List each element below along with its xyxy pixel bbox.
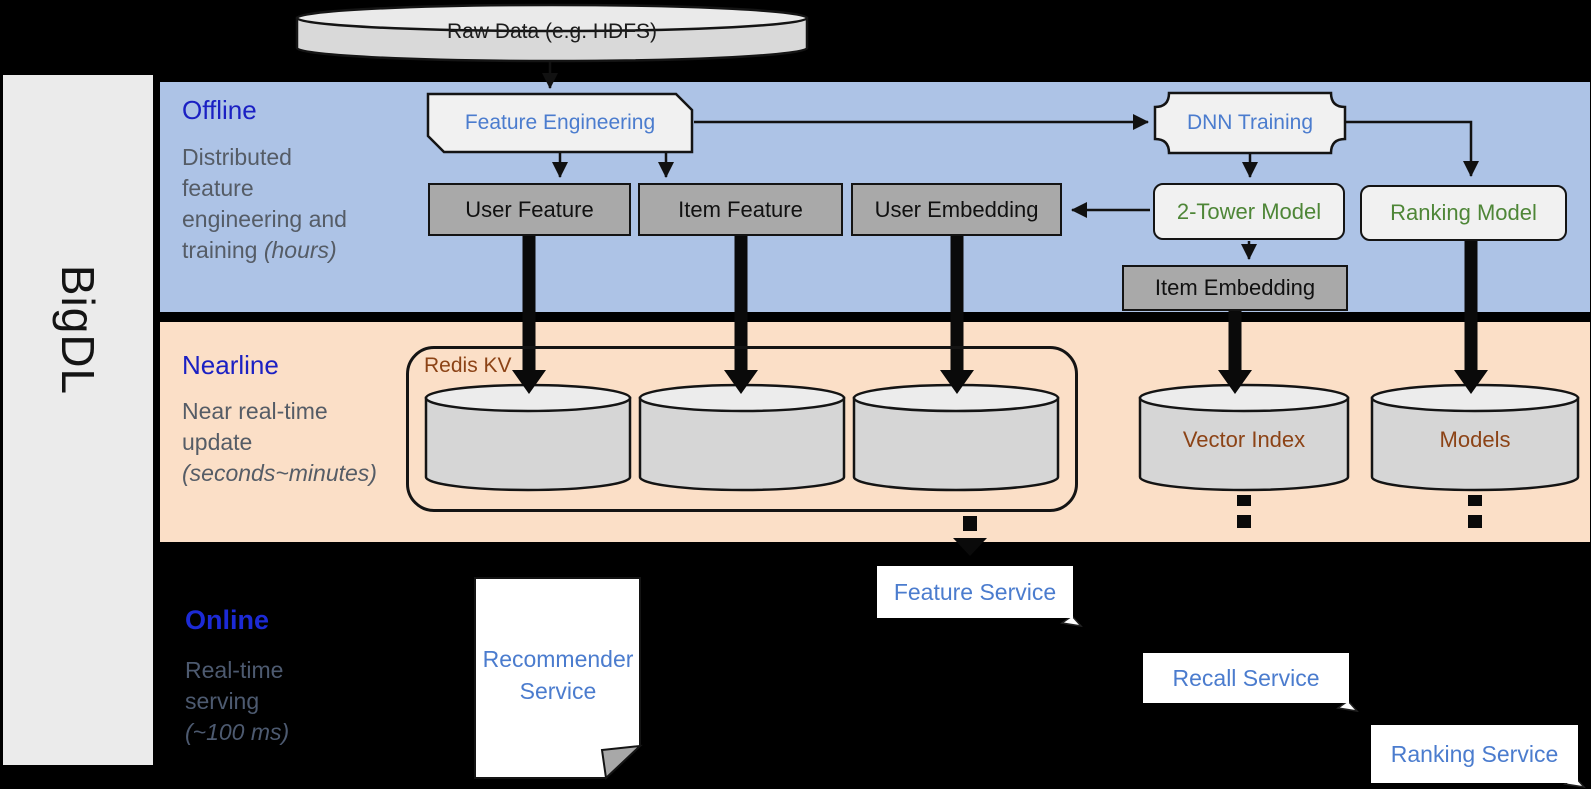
arrow-dnn-to-rankingmodel: [1345, 120, 1479, 177]
offline-desc-line: training (hours): [182, 237, 337, 263]
two-tower-model-node: 2-Tower Model: [1153, 183, 1345, 240]
vector-index-cylinder: [1138, 383, 1350, 492]
offline-title: Offline: [182, 95, 257, 125]
offline-desc-line: Distributed: [182, 144, 292, 170]
online-description: Real-time serving (~100 ms): [185, 655, 385, 748]
redis-kv-frame: [406, 346, 1078, 512]
recommender-service-label: Recommender Service: [482, 646, 634, 704]
user-feature-node: User Feature: [428, 183, 631, 236]
models-cylinder: [1370, 383, 1580, 492]
offline-desc-line: feature: [182, 175, 254, 201]
vectorindex-dash-2: [1237, 515, 1251, 528]
feature-service-node: Feature Service: [877, 566, 1073, 618]
dnn-training-shape: [1153, 91, 1347, 155]
recall-service-node: Recall Service: [1143, 653, 1349, 703]
vectorindex-dash-1: [1237, 495, 1251, 506]
models-dash-2: [1468, 515, 1482, 528]
dnn-training-node: DNN Training: [1186, 111, 1314, 134]
online-desc-line: serving: [185, 688, 260, 714]
nearline-desc-line: (seconds~minutes): [182, 460, 377, 486]
user-embedding-node: User Embedding: [851, 183, 1062, 236]
offline-description: Distributed feature engineering and trai…: [182, 142, 422, 266]
item-embedding-node: Item Embedding: [1122, 265, 1348, 311]
arrow-itemembedding-to-vectorindex: [1218, 311, 1252, 394]
ranking-model-node: Ranking Model: [1360, 185, 1567, 241]
redis-kv-label: Redis KV: [424, 354, 512, 377]
feature-engineering-node: Feature Engineering: [464, 111, 656, 134]
arrow-userfeature-to-redis: [512, 236, 546, 394]
raw-data-cylinder: [295, 3, 809, 63]
recall-service-fold: [1336, 700, 1359, 713]
raw-data-label: Raw Data (e.g. HDFS): [446, 20, 658, 43]
nearline-desc-line: Near real-time: [182, 398, 328, 424]
feature-engineering-shape: [426, 92, 694, 154]
recommender-service-document: [474, 577, 643, 781]
nearline-desc-line: update: [182, 429, 253, 455]
online-desc-line: Real-time: [185, 657, 284, 683]
nearline-title: Nearline: [182, 350, 279, 380]
arrow-itemfeature-to-redis: [724, 236, 758, 394]
online-desc-line: (~100 ms): [185, 719, 290, 745]
offline-desc-line: engineering and: [182, 206, 347, 232]
nearline-description: Near real-time update (seconds~minutes): [182, 396, 442, 489]
models-label: Models: [1439, 427, 1511, 452]
bigdl-sidebar: BigDL: [3, 75, 153, 765]
redis-cylinder-2: [638, 383, 846, 492]
item-feature-node: Item Feature: [638, 183, 843, 236]
redis-cylinder-3: [852, 383, 1060, 492]
online-title: Online: [185, 605, 270, 635]
arrow-userembedding-to-redis: [940, 236, 974, 394]
vector-index-label: Vector Index: [1182, 427, 1306, 452]
feature-service-fold: [1060, 615, 1083, 628]
thick-arrows: [512, 236, 1488, 394]
dashed-connectors: [953, 495, 1482, 556]
arrow-redis-to-featureservice: [953, 538, 987, 556]
ranking-service-node: Ranking Service: [1371, 725, 1578, 783]
redis-cylinder-1: [424, 383, 632, 492]
models-dash-1: [1468, 495, 1482, 506]
thin-arrows: [542, 62, 1479, 260]
redis-dash: [963, 516, 977, 531]
arrow-rankingmodel-to-models: [1454, 241, 1488, 394]
